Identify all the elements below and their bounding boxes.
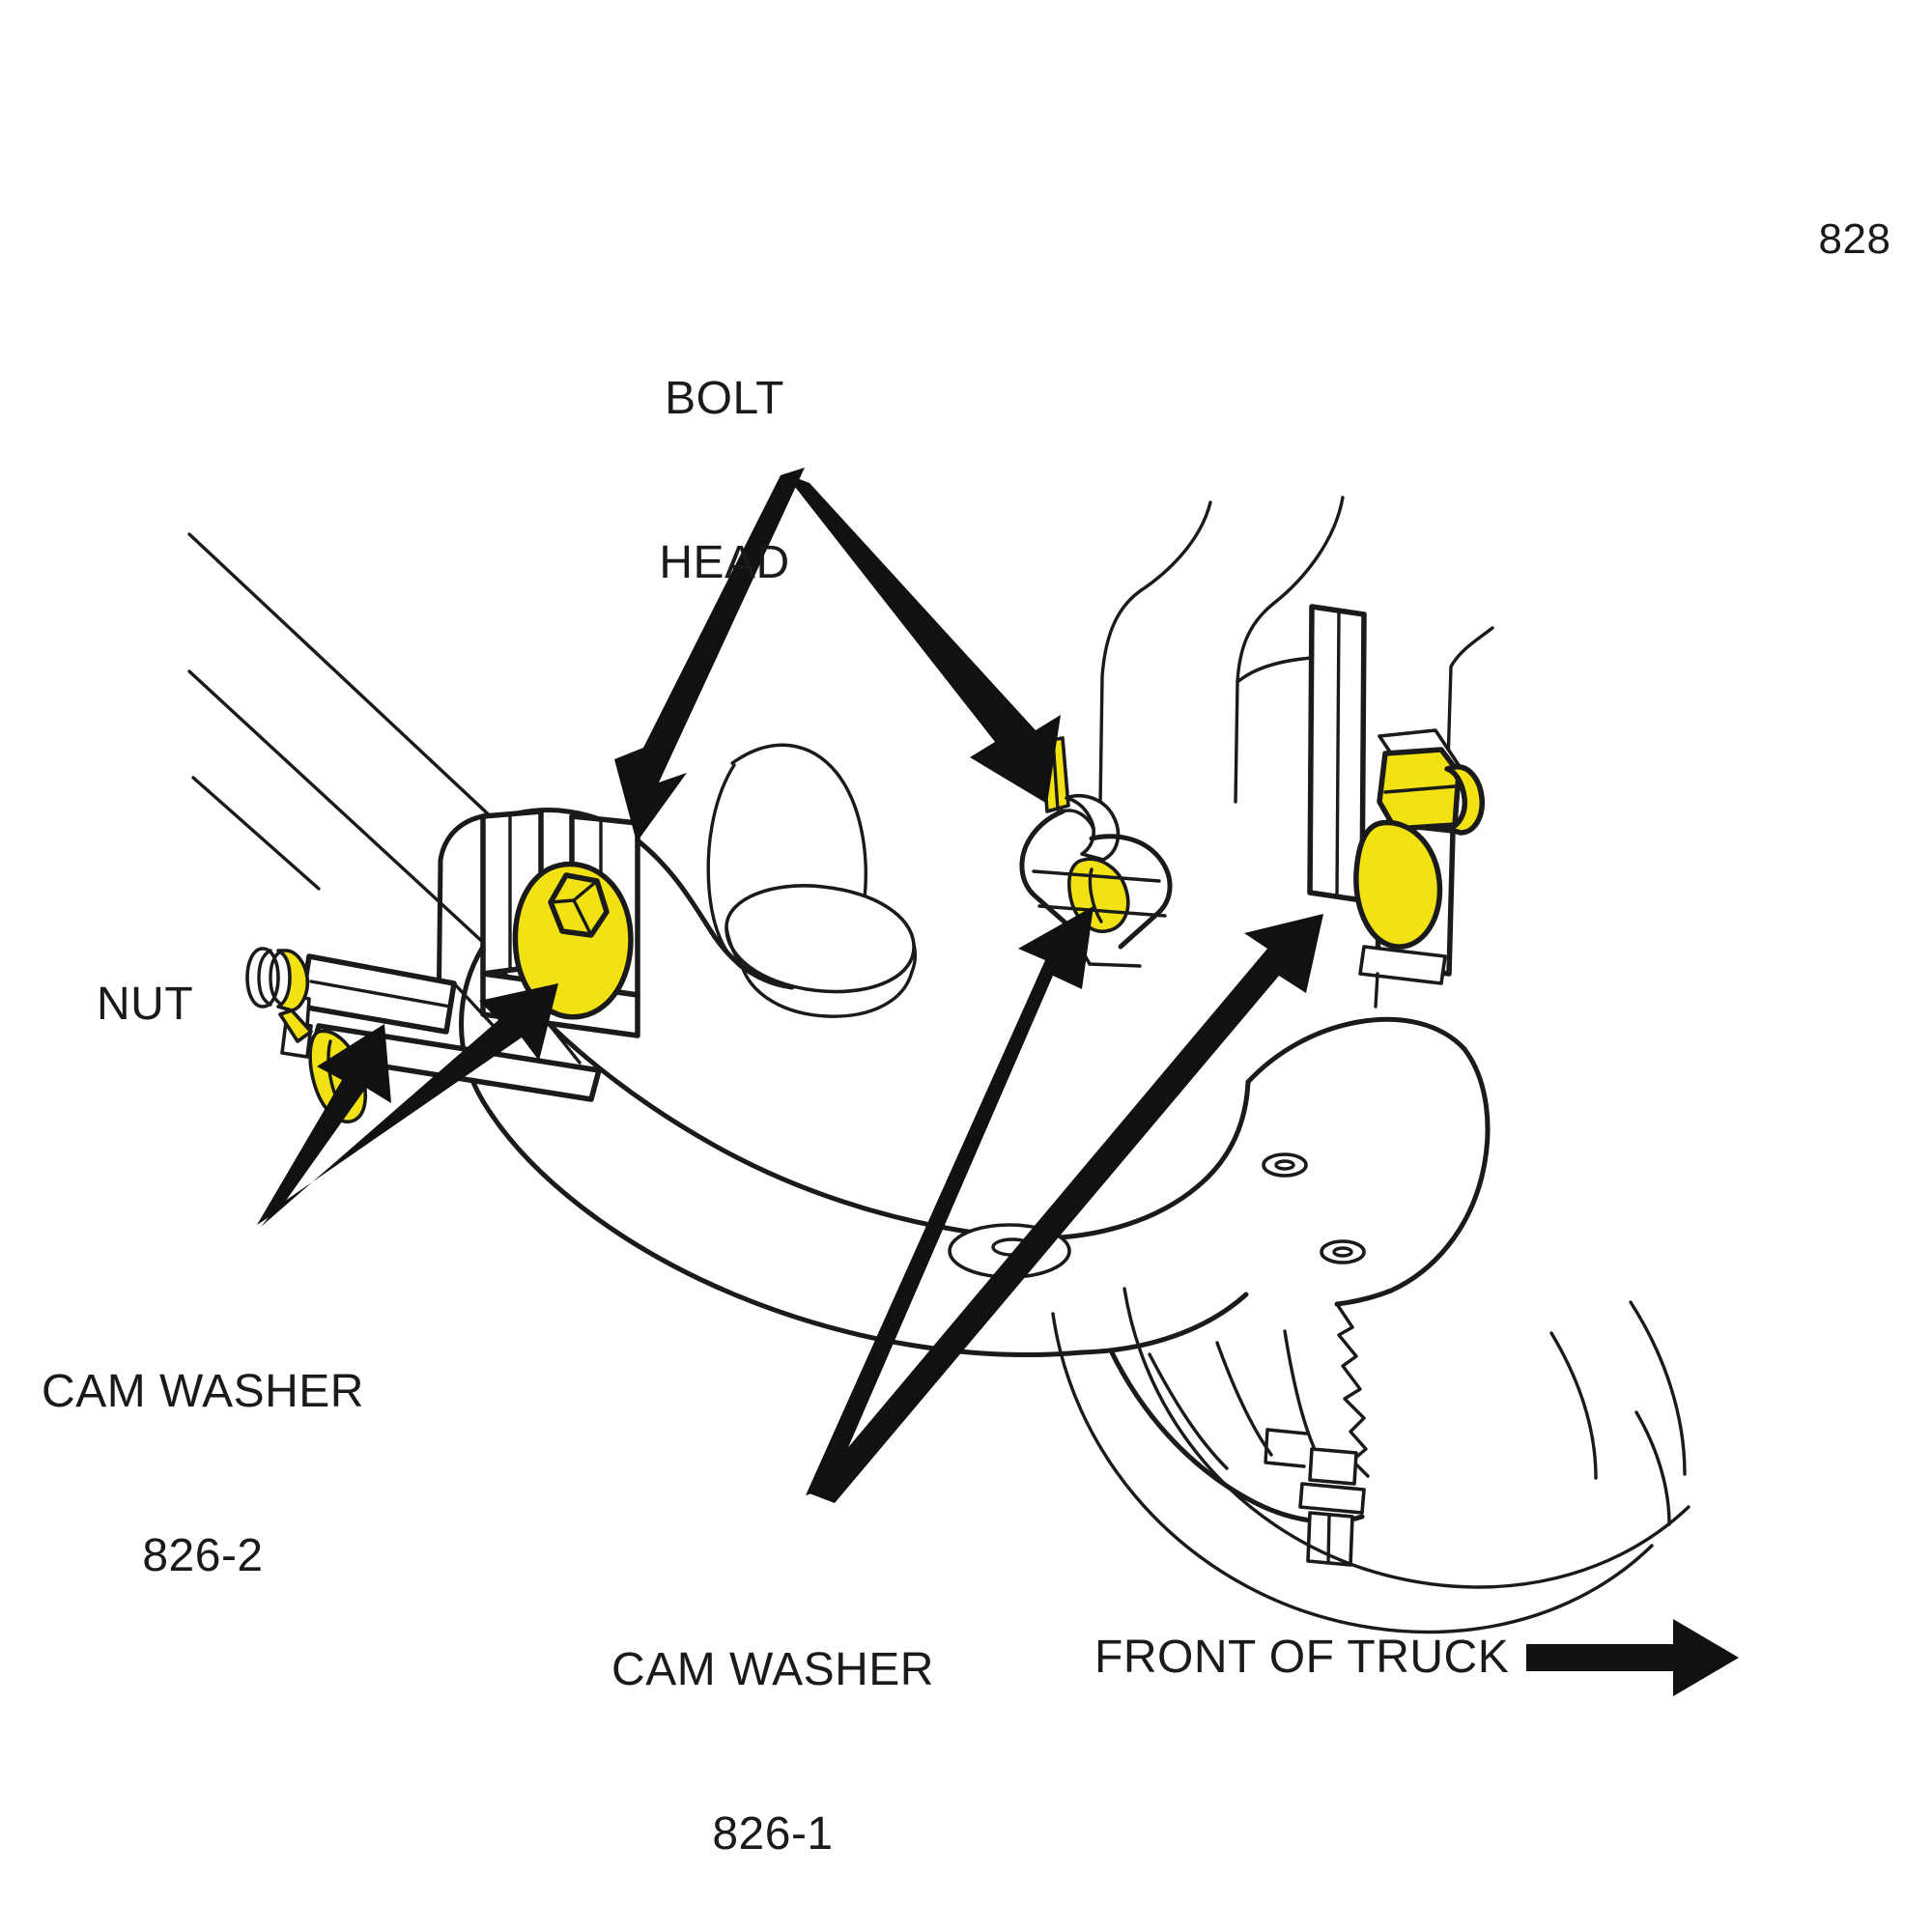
callout-arrow-cam-washer-826-1-a bbox=[806, 906, 1094, 1495]
callout-label-cam-washer-826-2-line1: CAM WASHER bbox=[42, 1366, 364, 1418]
callout-label-cam-washer-826-1: CAM WASHER 826-1 bbox=[580, 1534, 966, 1932]
right-cam-washer bbox=[1353, 819, 1443, 950]
callout-arrow-bolt-head-left bbox=[614, 468, 805, 842]
callout-label-cam-washer-826-1-line2: 826-1 bbox=[712, 1808, 834, 1861]
left-upper-cam-washer bbox=[512, 861, 634, 1020]
callout-label-cam-washer-826-1-line1: CAM WASHER bbox=[611, 1644, 934, 1696]
right-bolt-head bbox=[1377, 747, 1485, 836]
brake-rotor-arcs bbox=[1051, 1287, 1690, 1634]
callout-label-front-of-truck: FRONT OF TRUCK bbox=[1094, 1632, 1510, 1683]
steering-knuckle bbox=[1108, 1016, 1491, 1524]
left-bracket-nut bbox=[245, 947, 313, 1043]
callout-arrow-bolt-head-right bbox=[784, 473, 1061, 804]
callout-label-nut: NUT bbox=[97, 979, 194, 1030]
callout-arrow-cam-washer-826-2-a bbox=[257, 1024, 391, 1225]
lower-ball-joint-stud bbox=[1264, 1428, 1366, 1567]
callout-label-cam-washer-826-2-line2: 826-2 bbox=[142, 1530, 264, 1582]
callout-label-bolt-head-line1: BOLT bbox=[665, 373, 784, 425]
left-bolt-head bbox=[548, 872, 610, 938]
frame-rail bbox=[1097, 496, 1494, 871]
front-of-truck-arrow bbox=[1526, 1619, 1739, 1696]
callout-label-cam-washer-826-2: CAM WASHER 826-2 bbox=[10, 1256, 396, 1693]
page-number: 828 bbox=[1818, 215, 1891, 263]
callout-arrow-cam-washer-826-2-b bbox=[261, 983, 558, 1227]
callout-label-bolt-head-line2: HEAD bbox=[659, 537, 790, 589]
right-bracket bbox=[1307, 604, 1485, 1009]
ball-joint-boss bbox=[724, 884, 918, 1018]
callout-arrow-cam-washer-826-1-b bbox=[810, 914, 1323, 1503]
callout-label-bolt-head: BOLT HEAD bbox=[599, 263, 850, 700]
